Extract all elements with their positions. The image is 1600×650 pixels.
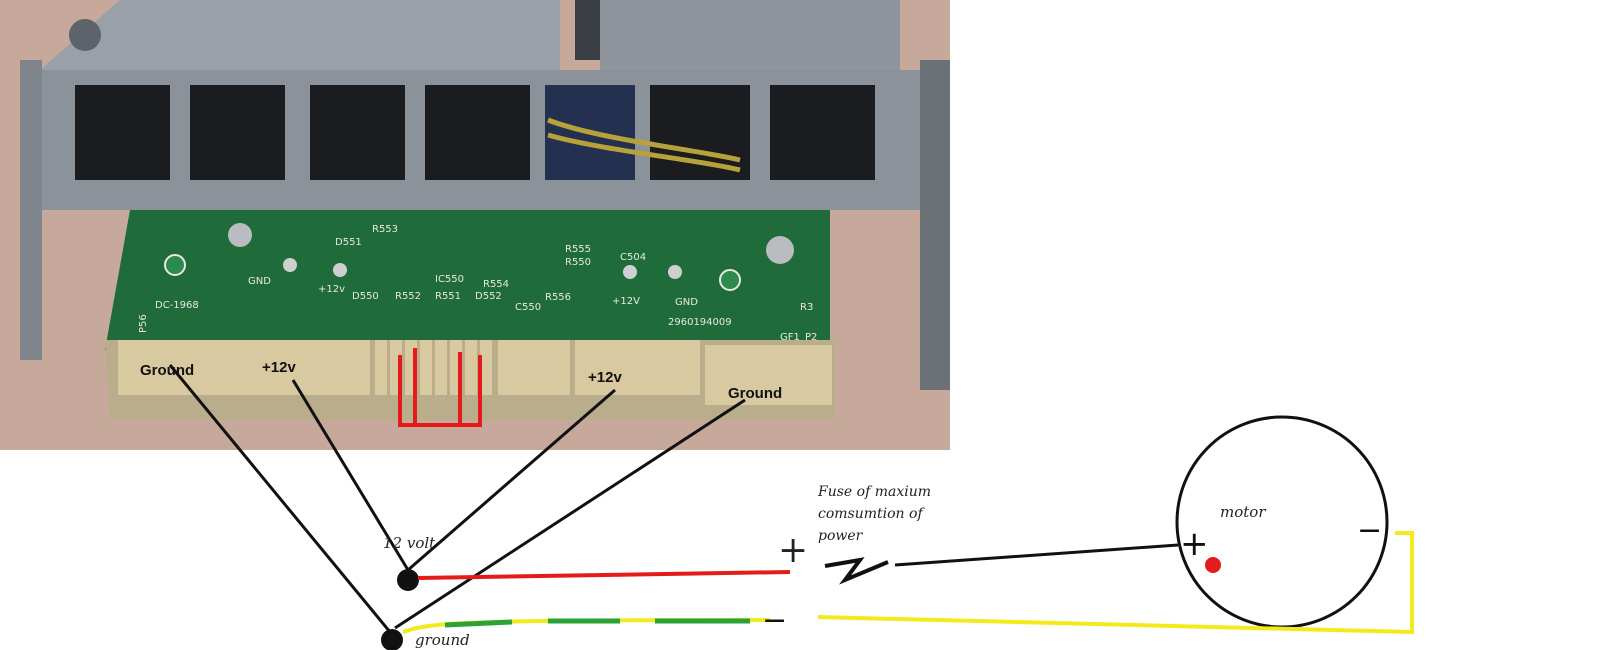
psu-photo: DC-1968 2960194009 P56 GF1 P2 R3 D551 R5…: [0, 0, 950, 450]
screw-icon: [766, 236, 794, 264]
fuse-label-line-3: power: [818, 528, 864, 544]
silk-12v-left: +12v: [318, 284, 345, 295]
pcb-ref-r3: R3: [800, 302, 813, 313]
motor-label: motor: [1220, 503, 1266, 521]
pcb-board-name: DC-1968: [155, 300, 199, 311]
wire-ground-green-stripes: [444, 618, 750, 628]
silk-c504: C504: [620, 252, 646, 263]
wire-12v-right: [407, 388, 616, 572]
silk-d551: D551: [335, 237, 362, 248]
silk-d552: D552: [475, 291, 502, 302]
wire-ground-yellow-return: [817, 531, 1414, 635]
silk-r550: R550: [565, 257, 591, 268]
wire-red-positive: [417, 570, 791, 580]
silk-r555: R555: [565, 244, 591, 255]
motor-positive-dot: [1205, 557, 1221, 573]
plus-sign: +: [778, 530, 808, 571]
pad-label-12v-left: +12v: [262, 359, 296, 376]
pad-label-ground-left: Ground: [140, 362, 194, 379]
jumper-wires: [398, 348, 482, 427]
silk-gnd-left: GND: [248, 276, 271, 287]
silk-c550: C550: [515, 302, 541, 313]
pcb-ref-left: P56: [138, 314, 149, 333]
silk-r554: R554: [483, 279, 509, 290]
silk-r556: R556: [545, 292, 571, 303]
motor-icon: [1175, 415, 1389, 629]
minus-sign: −: [762, 603, 787, 638]
motor-plus-sign: +: [1180, 524, 1209, 564]
silk-r553: R553: [372, 224, 398, 235]
label-ground: ground: [415, 631, 470, 649]
pcb-ref-gf1: GF1: [780, 332, 800, 343]
fuse-label-line-1: Fuse of maxium: [817, 484, 931, 500]
wire-12v-left: [291, 379, 410, 571]
silk-r552: R552: [395, 291, 421, 302]
node-12v: [397, 569, 419, 591]
motor-minus-sign: −: [1357, 513, 1382, 548]
silk-12v-right: +12V: [612, 296, 640, 307]
silk-gnd-right: GND: [675, 297, 698, 308]
silk-d550: D550: [352, 291, 379, 302]
wiring-diagram: 12 volt ground + Fuse of maxium comsumti…: [168, 364, 1414, 650]
wire-ground-left: [168, 364, 392, 633]
wire-black-fuse-motor: [894, 543, 1179, 567]
fuse-icon: [824, 557, 889, 585]
node-ground: [381, 629, 403, 650]
fuse-label-line-2: comsumtion of: [818, 506, 925, 522]
pad-label-ground-right: Ground: [728, 385, 782, 402]
pcb-ref-p2: P2: [805, 332, 817, 343]
wire-ground-right: [394, 398, 746, 630]
pcb-board: [105, 210, 830, 350]
pad-label-12v-right: +12v: [588, 369, 622, 386]
silk-ic550: IC550: [435, 274, 464, 285]
screw-icon: [228, 223, 252, 247]
label-12-volt: 12 volt: [383, 534, 436, 552]
pcb-serial: 2960194009: [668, 317, 732, 328]
silk-r551: R551: [435, 291, 461, 302]
